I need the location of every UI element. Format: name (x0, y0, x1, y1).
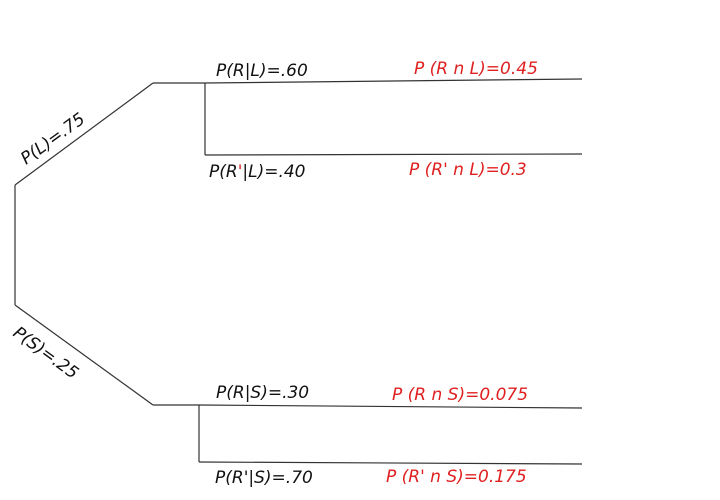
label-p-rprime-given-l: P(R'|L)=.40 (209, 162, 306, 182)
label-p-rprime-given-l-pre: P(R (209, 162, 238, 182)
branch-line-rprime-given-s (198, 461, 583, 465)
label-p-rprime-given-l-post: |L)=.40 (242, 162, 305, 182)
label-joint-r-and-s: P (R n S)=0.075 (392, 385, 528, 405)
label-p-rprime-given-s-prime: ' (244, 468, 249, 488)
branch-line-r-given-l (204, 78, 583, 84)
branch-line-r-given-s (198, 404, 583, 409)
label-p-rprime-given-s: P(R'|S)=.70 (215, 468, 313, 488)
branch-line-l (14, 82, 154, 186)
label-p-rprime-given-s-post: |S)=.70 (248, 468, 312, 488)
label-joint-rprime-and-l: P (R' n L)=0.3 (409, 160, 527, 180)
label-joint-rprime-and-s: P (R' n S)=0.175 (386, 467, 527, 487)
branch-line-s (14, 304, 154, 406)
branch-line-rprime-given-l (204, 153, 583, 156)
label-p-l: P(L)=.75 (17, 109, 89, 169)
label-joint-r-and-l: P (R n L)=0.45 (414, 59, 538, 79)
label-p-rprime-given-l-prime: ' (238, 162, 243, 182)
label-p-s: P(S)=.25 (9, 323, 82, 384)
label-p-r-given-l: P(R|L)=.60 (216, 61, 308, 81)
label-p-r-given-s: P(R|S)=.30 (216, 383, 309, 403)
label-p-rprime-given-s-pre: P(R (215, 468, 244, 488)
